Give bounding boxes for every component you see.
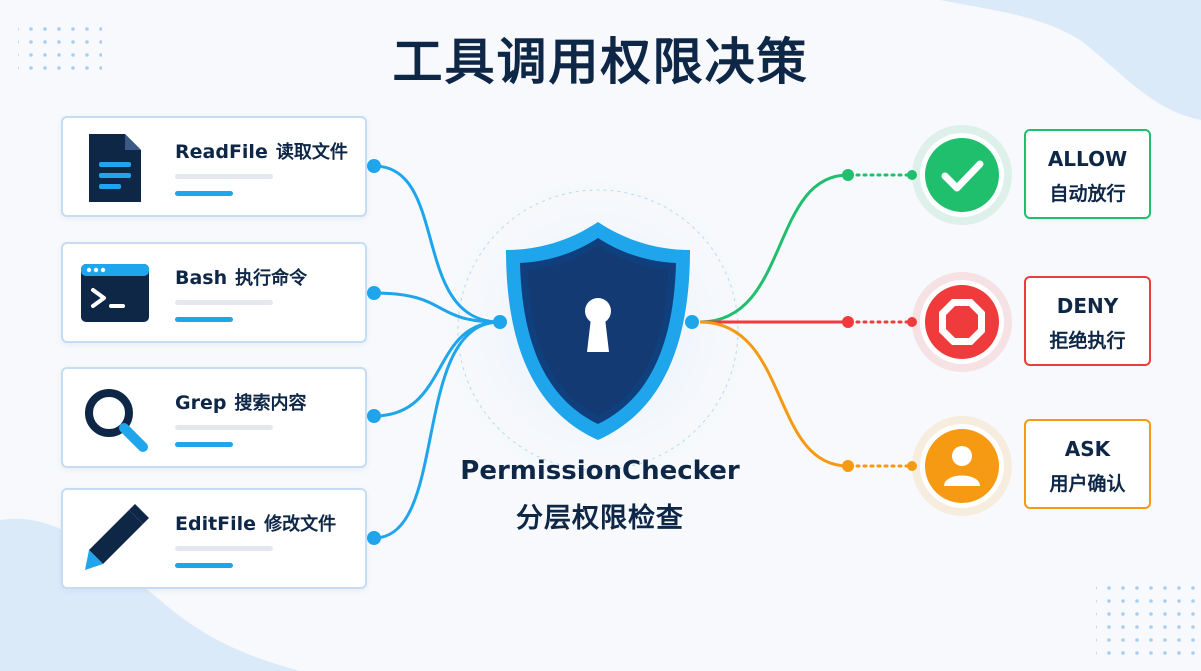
placeholder-bar	[175, 546, 273, 551]
checkmark-icon	[912, 125, 1012, 225]
stop-octagon-icon	[912, 272, 1012, 372]
placeholder-bar	[175, 174, 273, 179]
ask-connector-line	[699, 320, 849, 468]
decision-desc: 拒绝执行	[1049, 330, 1126, 352]
connector-dot-grep	[367, 409, 381, 423]
tool-desc: 搜索内容	[234, 393, 307, 414]
decision-card-ask[interactable]: ASK 用户确认	[1024, 419, 1151, 509]
deny-dot-b	[907, 317, 917, 327]
tool-label: EditFile 修改文件	[175, 510, 336, 536]
tool-name: ReadFile	[175, 141, 268, 163]
connector-dot-checker-in	[493, 315, 507, 329]
terminal-icon	[81, 264, 149, 322]
tool-desc: 读取文件	[275, 142, 348, 163]
placeholder-bar	[175, 300, 273, 305]
checker-name: PermissionChecker	[460, 456, 740, 486]
tool-connector-lines	[373, 164, 501, 540]
accent-bar	[175, 191, 233, 196]
corner-blob-top-right	[940, 0, 1201, 120]
connector-dot-bash	[367, 286, 381, 300]
decision-name: DENY	[1056, 294, 1119, 318]
tool-label: ReadFile 读取文件	[175, 138, 348, 164]
tool-name: Grep	[175, 392, 227, 414]
shield-ring	[457, 189, 739, 471]
page-title: 工具调用权限决策	[392, 33, 809, 91]
file-document-icon	[89, 134, 141, 202]
decision-desc: 用户确认	[1049, 473, 1126, 495]
magnifier-icon	[85, 389, 148, 452]
accent-bar	[175, 442, 233, 447]
allow-dot-a	[842, 169, 854, 181]
checker-desc: 分层权限检查	[516, 503, 684, 534]
connector-dot-editfile	[367, 531, 381, 545]
dot-grid-bottom-right	[1096, 585, 1196, 655]
decision-card-deny[interactable]: DENY 拒绝执行	[1024, 276, 1151, 366]
decision-name: ASK	[1064, 437, 1111, 461]
connector-dot-checker-out	[685, 315, 699, 329]
deny-dot-a	[842, 316, 854, 328]
decision-desc: 自动放行	[1049, 183, 1126, 205]
decision-name: ALLOW	[1047, 147, 1128, 171]
tool-card-editfile[interactable]: EditFile 修改文件	[61, 488, 367, 589]
shield-keyhole-icon	[506, 222, 690, 440]
tool-card-grep[interactable]: Grep 搜索内容	[61, 367, 367, 468]
placeholder-bar	[175, 425, 273, 430]
connector-dot-readfile	[367, 159, 381, 173]
pencil-icon	[85, 504, 149, 570]
allow-connector-line	[699, 173, 849, 324]
tool-card-readfile[interactable]: ReadFile 读取文件	[61, 116, 367, 217]
ask-dot-b	[907, 461, 917, 471]
accent-bar	[175, 563, 233, 568]
dot-grid-top-left	[18, 20, 102, 72]
tool-card-bash[interactable]: Bash 执行命令	[61, 242, 367, 343]
tool-name: Bash	[175, 267, 228, 289]
accent-bar	[175, 317, 233, 322]
ask-dot-a	[842, 460, 854, 472]
decision-card-allow[interactable]: ALLOW 自动放行	[1024, 129, 1151, 219]
tool-desc: 执行命令	[235, 268, 308, 289]
tool-name: EditFile	[175, 513, 257, 535]
tool-label: Bash 执行命令	[175, 264, 307, 290]
allow-dot-b	[907, 170, 917, 180]
tool-label: Grep 搜索内容	[175, 389, 306, 415]
tool-desc: 修改文件	[264, 514, 337, 535]
user-icon	[912, 416, 1012, 516]
